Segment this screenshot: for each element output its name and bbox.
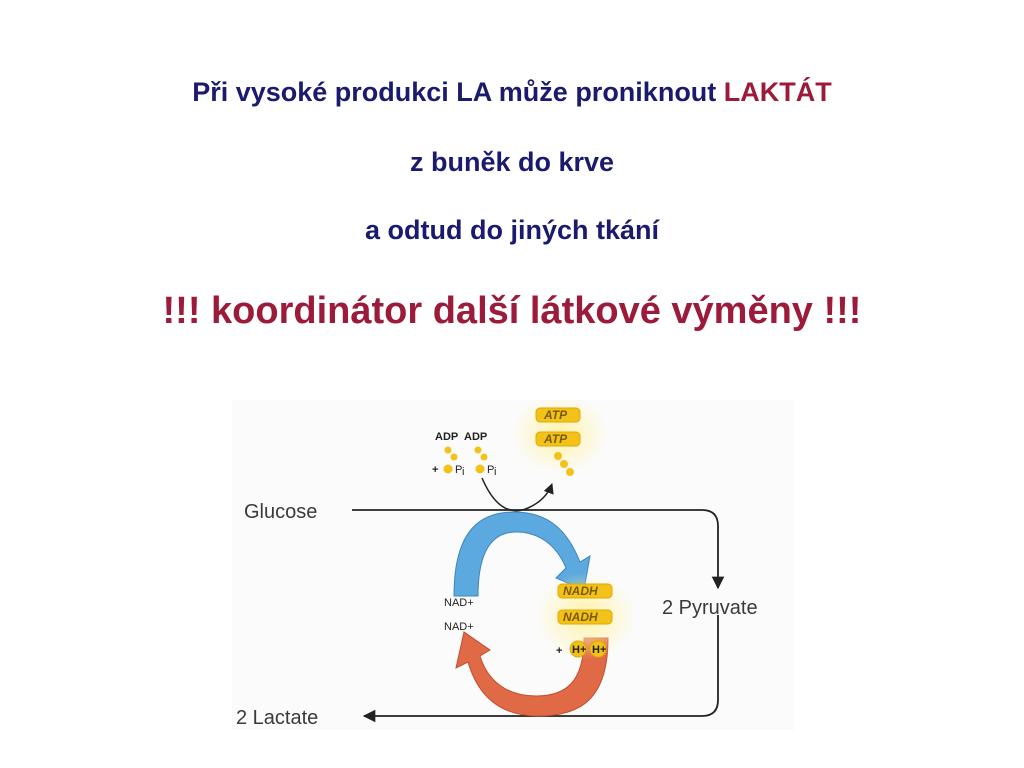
pi-subscript-1: i xyxy=(462,466,464,478)
proton-circle xyxy=(569,640,587,658)
plus-pi-label: + xyxy=(432,464,438,476)
to-lactate-arrow xyxy=(362,615,719,723)
proton-label-2: H+ xyxy=(592,644,606,656)
pi-circle xyxy=(475,464,485,474)
nad-label-2: NAD+ xyxy=(444,621,474,633)
nad-label-1: NAD+ xyxy=(444,597,474,609)
adp-dot xyxy=(450,453,458,461)
lactate-label: 2 Lactate xyxy=(236,707,318,729)
adp-dot xyxy=(474,446,482,454)
atp-label-2: ATP xyxy=(543,432,568,446)
blue-curve-arrow xyxy=(453,511,591,597)
pi-label-1: P xyxy=(455,464,462,476)
atp-arrow xyxy=(481,477,554,512)
atp-badge-2 xyxy=(535,431,581,447)
title-line-3: a odtud do jiných tkání xyxy=(364,215,659,245)
pi-label-2: P xyxy=(487,464,494,476)
atp-dot xyxy=(566,468,574,476)
atp-label-1: ATP xyxy=(543,408,568,422)
pyruvate-label: 2 Pyruvate xyxy=(662,597,758,619)
to-pyruvate-arrow xyxy=(701,509,725,590)
glycolysis-diagram: Glucose 2 Pyruvate 2 Lactate ADP ADP + P… xyxy=(232,400,794,730)
atp-dot xyxy=(554,452,562,460)
nadh-label-2: NADH xyxy=(563,610,598,624)
nadh-badge-2 xyxy=(557,609,613,625)
atp-dot xyxy=(560,460,568,468)
diagram-background xyxy=(232,400,794,730)
plus-h-label: + xyxy=(556,645,562,657)
title-line-2: z buněk do krve xyxy=(409,147,615,177)
lactate-highlight: LAKTÁT xyxy=(723,77,832,107)
title-line-1: Při vysoké produkci LA může proniknout L… xyxy=(0,76,1024,108)
adp-label-1: ADP xyxy=(435,431,458,443)
pi-subscript-2: i xyxy=(494,466,496,478)
proton-label-1: H+ xyxy=(572,644,586,656)
adp-dot xyxy=(480,453,488,461)
nadh-label-1: NADH xyxy=(563,584,598,598)
nadh-badge-1 xyxy=(557,583,613,599)
proton-circle xyxy=(589,640,607,658)
headline: !!! koordinátor další látkové výměny !!! xyxy=(162,290,862,332)
atp-badge-1 xyxy=(535,407,581,423)
glucose-label: Glucose xyxy=(244,501,317,523)
title-line-1-text: Při vysoké produkci LA může proniknout xyxy=(192,77,724,107)
adp-label-2: ADP xyxy=(464,431,487,443)
pi-circle xyxy=(443,464,453,474)
red-curve-arrow xyxy=(455,631,609,717)
adp-dot xyxy=(444,446,452,454)
